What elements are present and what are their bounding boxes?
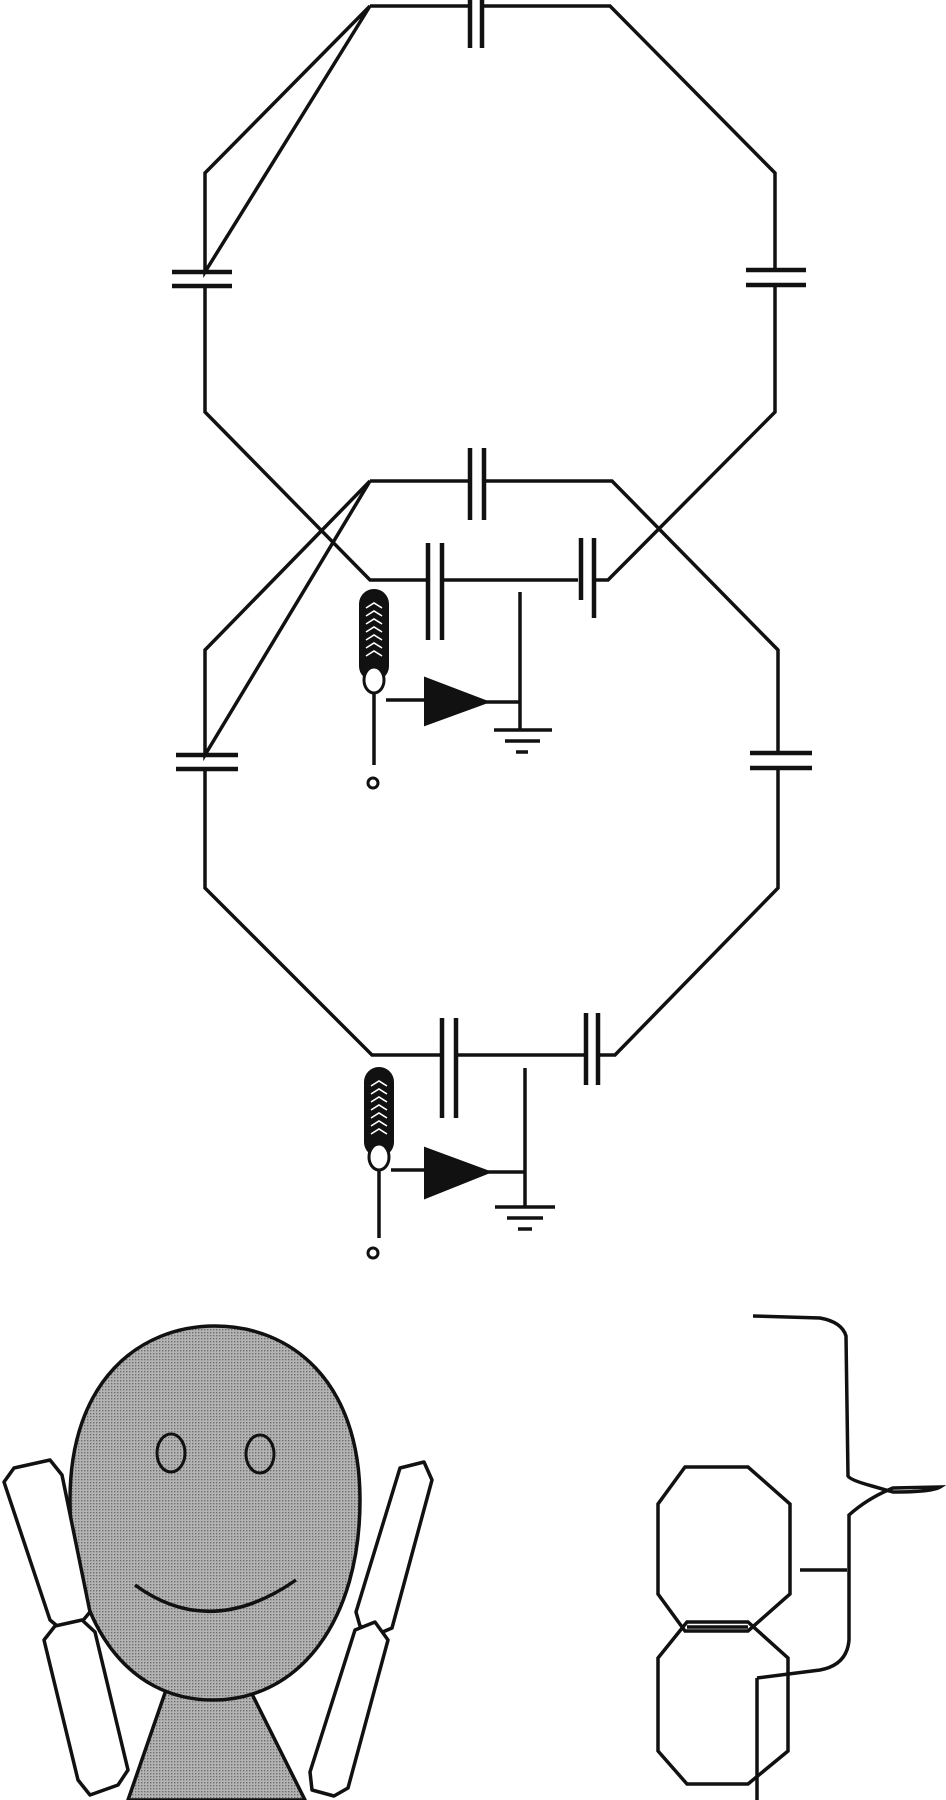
tuning-capacitor-2 (439, 1018, 459, 1118)
figure-left-upper-arm (2, 1458, 92, 1632)
lower-coil-loop (203, 479, 780, 1057)
tuning-capacitor-1 (425, 543, 445, 640)
subject-figure (2, 1324, 434, 1800)
ground-symbol-1 (494, 728, 552, 754)
output-port-1 (366, 776, 380, 790)
preamplifier-2 (424, 1146, 493, 1200)
figure-right-forearm (308, 1620, 390, 1798)
inductor-2 (364, 1067, 394, 1172)
channel-1 (359, 543, 552, 790)
figure-right-eye (244, 1433, 276, 1475)
capacitor-left-lower (176, 752, 238, 772)
capacitor-top-upper (467, 0, 485, 48)
figure-smile (133, 1578, 298, 1613)
figure-left-eye (155, 1432, 187, 1474)
upper-coil-loop (203, 4, 777, 582)
figure-left-forearm (42, 1618, 130, 1797)
channel-2 (364, 1018, 555, 1260)
capacitor-right-lower (750, 750, 812, 771)
preamplifier-1 (424, 676, 491, 727)
capacitor-top-lower (467, 448, 487, 520)
bracket (752, 1314, 946, 1680)
inset-upper-coil (656, 1465, 792, 1633)
lower-coil (176, 448, 812, 1085)
inset-lower-coil (656, 1620, 790, 1786)
capacitor-match-lower (583, 1013, 601, 1085)
capacitor-match-upper (578, 538, 597, 618)
figure-head (68, 1324, 362, 1702)
capacitor-right-upper (746, 267, 806, 288)
ground-symbol-2 (495, 1205, 555, 1231)
inset-coil-pair (656, 1465, 847, 1800)
upper-coil (172, 0, 806, 618)
figure-right-upper-arm (354, 1460, 434, 1636)
bracket-path (752, 1314, 946, 1680)
output-port-2 (366, 1246, 380, 1260)
inductor-1 (359, 589, 389, 695)
capacitor-left-upper (172, 269, 232, 289)
figure-torso (126, 1688, 307, 1800)
